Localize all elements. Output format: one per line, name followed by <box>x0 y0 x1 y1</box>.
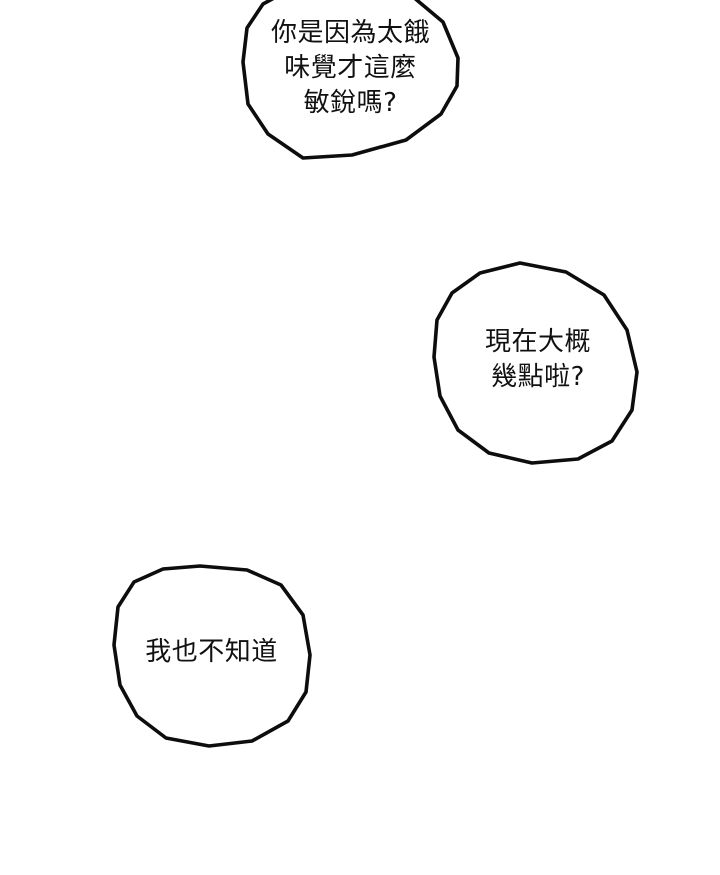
speech-bubble-1-text: 你是因為太餓 味覺才這麼 敏銳嗎? <box>270 18 430 118</box>
speech-bubble-2-text: 現在大概 幾點啦? <box>484 327 591 392</box>
speech-bubble-3-text: 我也不知道 <box>145 637 278 667</box>
